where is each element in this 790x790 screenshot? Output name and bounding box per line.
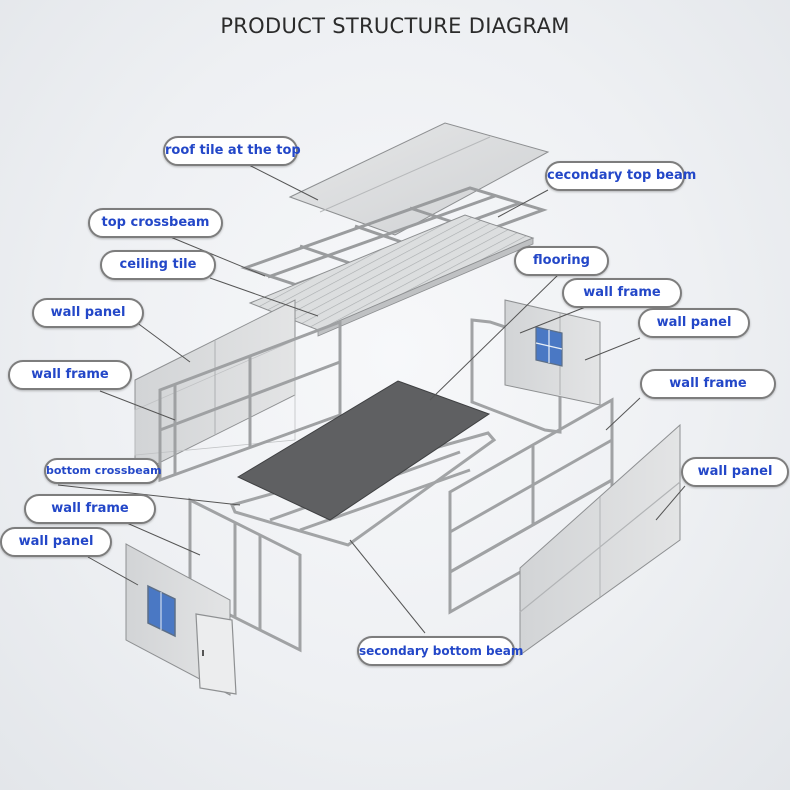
- right-wall-panel: [519, 423, 681, 656]
- back-wall-frame: [470, 318, 562, 434]
- roof-tile: [288, 122, 550, 236]
- label-secondary-bottom-beam: secondary bottom beam: [357, 636, 523, 666]
- leader-lines: [57, 162, 686, 634]
- roof-tile-seam: [319, 136, 491, 213]
- label-wall-panel-front: wall panel: [0, 527, 112, 557]
- label-wall-frame-left: wall frame: [8, 360, 132, 390]
- label-wall-panel-back: wall panel: [638, 308, 750, 338]
- door-handle: [202, 650, 204, 656]
- label-wall-frame-back: wall frame: [562, 278, 682, 308]
- label-top-crossbeam: top crossbeam: [88, 208, 223, 238]
- front-wall-panel: [125, 543, 237, 696]
- flooring: [236, 380, 491, 521]
- label-wall-frame-right: wall frame: [640, 369, 776, 399]
- back-wall-panel: [504, 299, 601, 406]
- label-wall-panel-right: wall panel: [681, 457, 789, 487]
- page-title: PRODUCT STRUCTURE DIAGRAM: [220, 14, 570, 38]
- label-bottom-crossbeam: bottom crossbeam: [44, 458, 162, 484]
- label-flooring: flooring: [514, 246, 609, 276]
- label-wall-panel-left: wall panel: [32, 298, 144, 328]
- front-wall-frame: [188, 497, 302, 653]
- label-secondary-top-beam: cecondary top beam: [545, 161, 696, 191]
- left-wall-frame: [158, 319, 342, 483]
- door: [195, 613, 237, 695]
- label-ceiling-tile: ceiling tile: [100, 250, 216, 280]
- ceiling-edge: [317, 237, 534, 337]
- label-roof-tile: roof tile at the top: [163, 136, 301, 166]
- label-wall-frame-front: wall frame: [24, 494, 156, 524]
